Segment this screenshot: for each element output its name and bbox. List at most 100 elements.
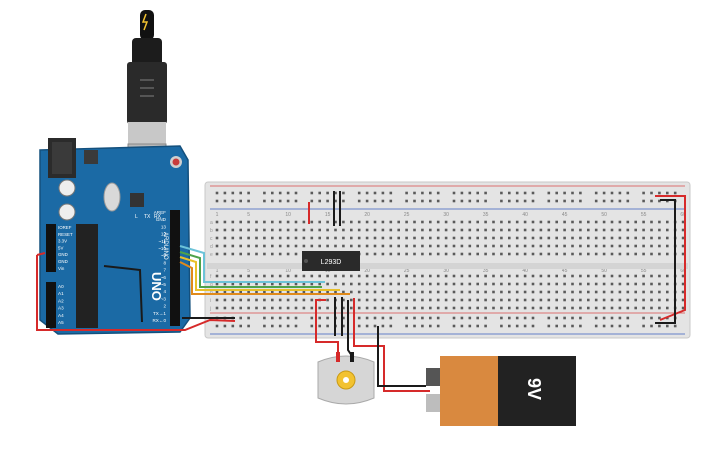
wires [36,191,686,392]
power-pin-label: Vin [58,266,65,271]
battery-terminal-neg [426,368,440,386]
chip-label: L293D [321,259,342,266]
wire-red-battery [353,298,430,392]
power-pin-label: GND [58,259,68,264]
row-letter: a [210,220,213,226]
model-label: UNO [149,272,164,301]
digital-pin-label: GND [156,217,167,222]
power-pin-label: 3.3V [58,239,67,244]
digital-pin-label: 2 [163,304,166,309]
led-label-tx: TX [144,214,151,220]
battery-9v[interactable]: 9V [426,356,576,426]
usb-chip [130,193,144,207]
digital-pin-label: TX→1 [153,311,166,316]
row-letter: c [210,236,213,242]
dc-motor[interactable] [317,352,375,405]
breadboard[interactable]: 1155101015152020252530303535404045455050… [204,181,691,339]
wire-black-arduino-gnd [103,265,143,323]
column-number-bottom: 10 [285,268,291,274]
column-number-top: 35 [483,212,489,218]
digital-pin-label: 13 [161,224,167,229]
analog-header[interactable] [46,282,56,328]
column-number-top: 50 [601,212,607,218]
column-number-bottom: 5 [247,268,250,274]
voltage-regulator [84,150,98,164]
battery-label: 9V [524,378,544,400]
brand-label: ARDUINO [162,232,168,260]
digital-pin-label: 8 [163,260,166,265]
l293d-chip[interactable]: L293D [302,251,360,271]
analog-pin-label: A5 [58,320,64,325]
analog-pin-label: A3 [58,306,64,311]
row-letter: e [210,252,213,258]
led-label-l: L [135,214,138,220]
column-number-bottom: 40 [522,268,528,274]
digital-pin-label: 12 [161,232,167,237]
column-number-bottom: 25 [404,268,410,274]
column-number-top: 30 [443,212,449,218]
column-number-top: 15 [325,212,331,218]
motor-terminal-pos [336,352,340,362]
row-letter: f [210,274,212,280]
digital-pin-label: ~3 [161,296,167,301]
power-pin-label: IOREF [58,225,72,230]
digital-pin-label: ~9 [161,253,167,258]
digital-pin-label: AREF [154,210,166,215]
column-number-bottom: 30 [443,268,449,274]
motor-terminal-neg [350,352,354,362]
arduino-logo: UNO ARDUINO [149,232,168,301]
capacitor-2 [58,203,76,221]
column-number-top: 45 [562,212,568,218]
atmega-chip [76,224,98,328]
column-number-top: 60 [680,212,686,218]
led-label-rx: RX [154,214,162,220]
wire-green-pin9 [179,251,322,288]
digital-pin-label: ~6 [161,275,167,280]
power-pin-label: RESET [58,232,73,237]
row-letter: d [210,244,213,250]
digital-header[interactable] [170,210,180,326]
crystal [103,182,121,212]
wire-red-motor [315,299,339,356]
column-number-top: 55 [641,212,647,218]
breadboard-column-numbers: 1155101015152020252530303535404045455050… [216,212,686,274]
column-number-top: 40 [522,212,528,218]
capacitor-1 [58,179,76,197]
analog-pin-label: A0 [58,284,64,289]
column-number-bottom: 20 [364,268,370,274]
wire-red-5v-rail [36,255,236,331]
column-number-top: 20 [364,212,370,218]
column-number-bottom: 45 [562,268,568,274]
digital-pin-label: 4 [163,289,166,294]
power-pin-label: 5V [58,245,63,250]
wire-black-right-rail [655,199,676,324]
column-number-top: 25 [404,212,410,218]
analog-pin-label: A2 [58,298,64,303]
column-number-top: 10 [285,212,291,218]
wire-black-battery [377,326,426,387]
column-number-bottom: 60 [680,268,686,274]
row-letter: g [210,282,213,288]
battery-terminal-pos [426,394,440,412]
row-letter: b [210,228,213,234]
wire-cyan-pin10 [179,245,325,283]
column-number-bottom: 50 [601,268,607,274]
analog-pin-label: A1 [58,291,64,296]
power-pin-label: GND [58,252,68,257]
row-letter: j [209,306,211,312]
wire-orange-pin7 [179,261,350,295]
digital-pin-label: ~10 [158,246,166,251]
row-letter: i [210,298,211,304]
column-number-bottom: 35 [483,268,489,274]
digital-pin-label: RX←0 [152,318,166,323]
column-number-top: 5 [247,212,250,218]
wire-red-right-rail [655,195,686,321]
power-header[interactable] [46,224,56,272]
usb-cable [127,10,167,167]
wire-yellow-pin8 [179,256,340,291]
